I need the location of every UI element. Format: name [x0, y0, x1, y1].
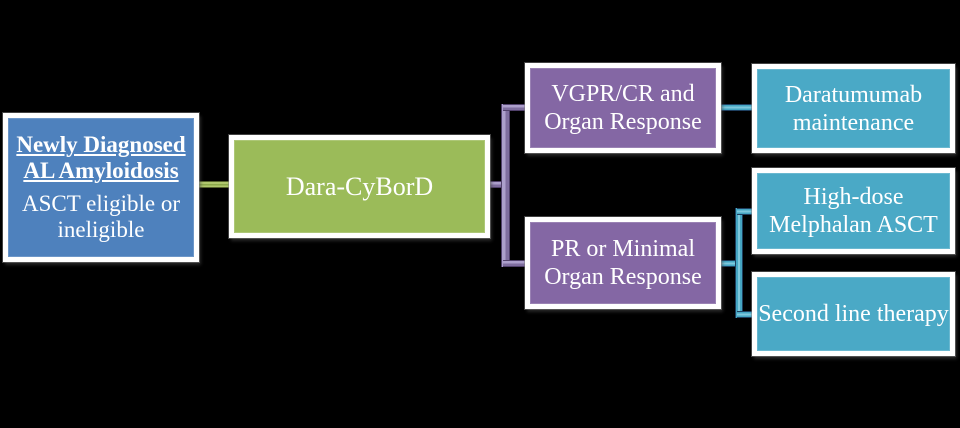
connector-branch-to-transplant — [737, 208, 752, 215]
text-line: maintenance — [792, 109, 915, 136]
node-high-dose-melphalan-asct: High-dose Melphalan ASCT — [752, 168, 955, 254]
text-line: High-dose — [803, 184, 904, 210]
connector-pr-to-branch — [721, 260, 737, 267]
text-line: Daratumumab — [784, 81, 923, 108]
connector-start-to-treatment — [199, 181, 229, 188]
node-second-line-therapy: Second line therapy — [752, 272, 955, 356]
node-vgpr-cr-organ-response: VGPR/CR and Organ Response — [525, 63, 721, 153]
node-daratumumab-maintenance: Daratumumab maintenance — [752, 64, 955, 153]
node-newly-diagnosed-body: ASCT eligible or ineligible — [22, 191, 180, 243]
connector-branch-to-second-line — [737, 311, 752, 318]
connector-treatment-to-branch — [490, 181, 503, 188]
connector-branch-to-pr — [503, 260, 525, 267]
text-line: Organ Response — [544, 264, 702, 290]
text-line: Second line therapy — [758, 301, 949, 327]
node-pr-minimal-organ-response: PR or Minimal Organ Response — [525, 217, 721, 309]
node-dara-cybord: Dara-CyBorD — [229, 135, 490, 238]
text-line: Dara-CyBorD — [285, 171, 434, 201]
text-line: Organ Response — [544, 109, 702, 135]
text-line: AL Amyloidosis — [23, 158, 179, 183]
text-line: ASCT eligible or — [21, 191, 180, 216]
text-line: PR or Minimal — [550, 236, 695, 262]
text-line: Melphalan ASCT — [769, 212, 938, 238]
node-newly-diagnosed: Newly Diagnosed AL Amyloidosis ASCT elig… — [3, 113, 199, 262]
connector-branch-to-vgpr — [503, 104, 525, 111]
connector-branch-vertical-purple — [501, 104, 510, 267]
connector-branch-vertical-teal — [735, 208, 743, 318]
connector-vgpr-to-maintenance — [721, 104, 752, 111]
text-line: ineligible — [57, 217, 145, 242]
text-line: VGPR/CR and — [551, 81, 695, 107]
node-newly-diagnosed-title: Newly Diagnosed AL Amyloidosis — [16, 132, 185, 184]
text-line: Newly Diagnosed — [16, 132, 186, 157]
